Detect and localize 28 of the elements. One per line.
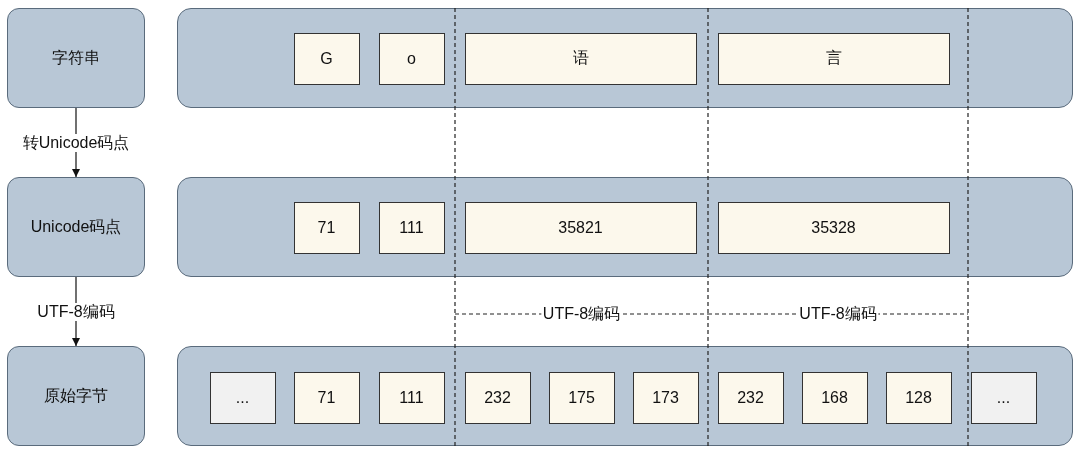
value-box: G [293, 32, 360, 85]
value-box: 111 [378, 201, 445, 254]
value-box: 168 [801, 371, 868, 424]
value-box: 232 [464, 371, 531, 424]
stage-box: 原始字节 [7, 346, 145, 446]
row-panel [177, 8, 1073, 108]
value-box: 128 [885, 371, 952, 424]
stage-box: Unicode码点 [7, 177, 145, 277]
value-box: 71 [293, 371, 360, 424]
value-box: 言 [717, 32, 950, 85]
value-box: ... [209, 371, 276, 424]
value-box: 175 [548, 371, 615, 424]
value-box: 111 [378, 371, 445, 424]
value-box: o [378, 32, 445, 85]
stage-box: 字符串 [7, 8, 145, 108]
row-panel [177, 346, 1073, 446]
value-box: 35328 [717, 201, 950, 254]
value-box: 71 [293, 201, 360, 254]
bracket-label: UTF-8编码 [797, 305, 879, 323]
edge-label: UTF-8编码 [35, 302, 117, 321]
edge-label: 转Unicode码点 [20, 133, 132, 152]
value-box: ... [970, 371, 1037, 424]
value-box: 35821 [464, 201, 697, 254]
bracket-label: UTF-8编码 [540, 305, 623, 323]
value-box: 语 [464, 32, 697, 85]
value-box: 232 [717, 371, 784, 424]
row-panel [177, 177, 1073, 277]
value-box: 173 [632, 371, 699, 424]
